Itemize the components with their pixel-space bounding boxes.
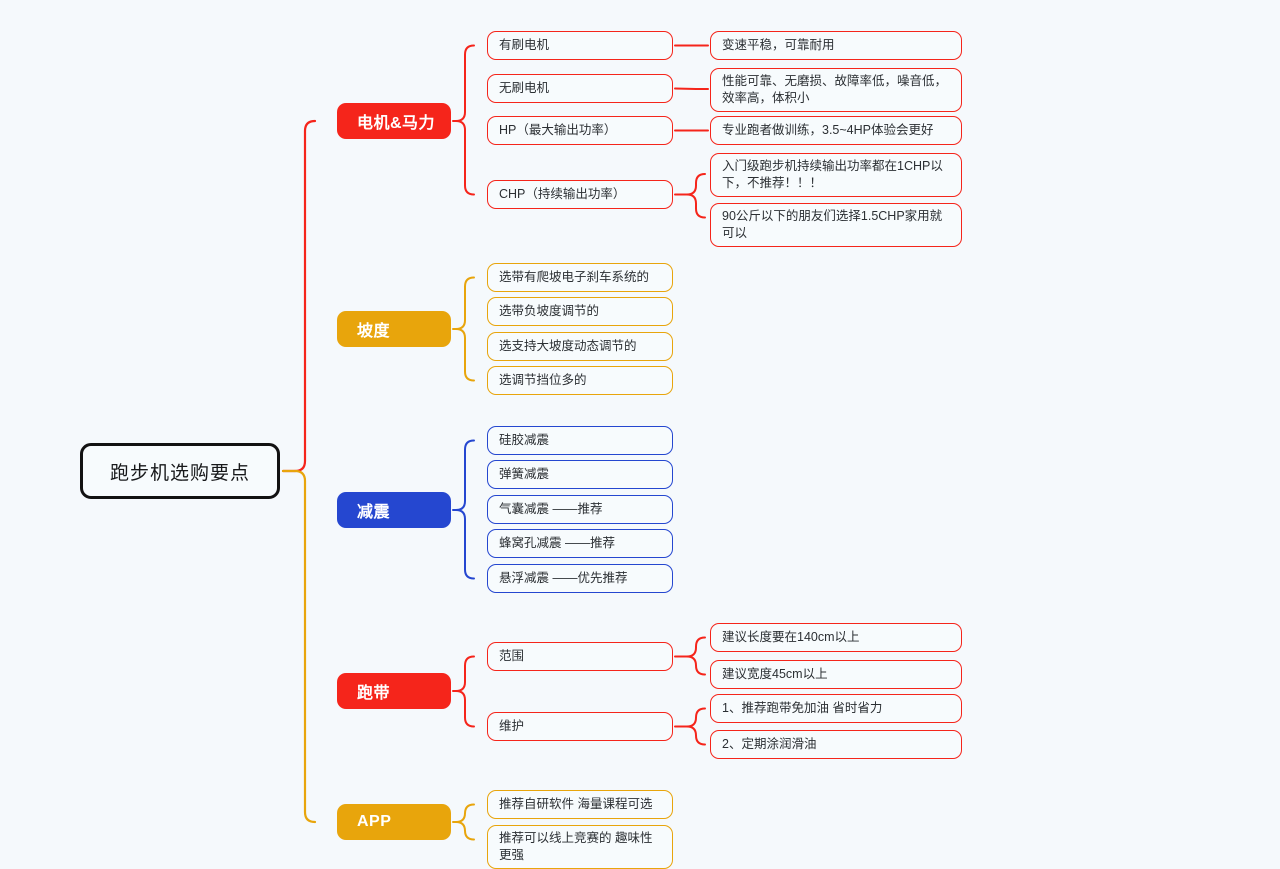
leaf-label: 维护 <box>499 719 525 733</box>
leaf-node-incline-1[interactable]: 选带负坡度调节的 <box>487 297 673 326</box>
leaf-node-incline-0[interactable]: 选带有爬坡电子刹车系统的 <box>487 263 673 292</box>
leaf-node-incline-2[interactable]: 选支持大坡度动态调节的 <box>487 332 673 361</box>
leaf-label: 蜂窝孔减震 ——推荐 <box>499 536 615 550</box>
leaf-label: 推荐可以线上竞赛的 趣味性更强 <box>499 831 653 862</box>
leaf-node-belt-0[interactable]: 范围 <box>487 642 673 671</box>
detail-node-motor-0-0[interactable]: 变速平稳，可靠耐用 <box>710 31 962 60</box>
branch-node-cushioning[interactable]: 减震 <box>337 492 451 528</box>
leaf-node-motor-3[interactable]: CHP（持续输出功率） <box>487 180 673 209</box>
leaf-label: 气囊减震 ——推荐 <box>499 502 603 516</box>
leaf-label: 选带负坡度调节的 <box>499 304 600 318</box>
branch-label: APP <box>357 813 392 830</box>
detail-node-motor-3-0[interactable]: 入门级跑步机持续输出功率都在1CHP以下，不推荐！！！ <box>710 153 962 197</box>
branch-label: 坡度 <box>357 323 391 340</box>
leaf-label: 范围 <box>499 649 525 663</box>
leaf-label: 无刷电机 <box>499 81 550 95</box>
leaf-label: HP（最大输出功率） <box>499 123 617 137</box>
leaf-label: 选带有爬坡电子刹车系统的 <box>499 270 650 284</box>
leaf-node-cushioning-3[interactable]: 蜂窝孔减震 ——推荐 <box>487 529 673 558</box>
detail-node-belt-0-1[interactable]: 建议宽度45cm以上 <box>710 660 962 689</box>
detail-label: 90公斤以下的朋友们选择1.5CHP家用就可以 <box>722 209 943 240</box>
detail-node-motor-3-1[interactable]: 90公斤以下的朋友们选择1.5CHP家用就可以 <box>710 203 962 247</box>
root-label: 跑步机选购要点 <box>109 462 250 484</box>
detail-label: 1、推荐跑带免加油 省时省力 <box>722 701 883 715</box>
detail-label: 专业跑者做训练，3.5~4HP体验会更好 <box>722 123 934 137</box>
detail-label: 2、定期涂润滑油 <box>722 737 817 751</box>
leaf-node-cushioning-4[interactable]: 悬浮减震 ——优先推荐 <box>487 564 673 593</box>
leaf-node-cushioning-2[interactable]: 气囊减震 ——推荐 <box>487 495 673 524</box>
leaf-node-cushioning-1[interactable]: 弹簧减震 <box>487 460 673 489</box>
leaf-label: 硅胶减震 <box>499 433 550 447</box>
branch-label: 减震 <box>357 504 391 521</box>
leaf-label: CHP（持续输出功率） <box>499 187 626 201</box>
detail-node-belt-0-0[interactable]: 建议长度要在140cm以上 <box>710 623 962 652</box>
leaf-label: 弹簧减震 <box>499 467 550 481</box>
detail-label: 入门级跑步机持续输出功率都在1CHP以下，不推荐！！！ <box>722 159 943 190</box>
detail-label: 建议宽度45cm以上 <box>722 667 828 681</box>
branch-label: 电机&马力 <box>357 115 436 132</box>
detail-label: 建议长度要在140cm以上 <box>722 630 860 644</box>
leaf-node-app-1[interactable]: 推荐可以线上竞赛的 趣味性更强 <box>487 825 673 869</box>
root-node[interactable]: 跑步机选购要点 <box>80 443 280 499</box>
branch-label: 跑带 <box>357 685 391 702</box>
leaf-node-app-0[interactable]: 推荐自研软件 海量课程可选 <box>487 790 673 819</box>
detail-label: 变速平稳，可靠耐用 <box>722 38 835 52</box>
detail-node-motor-1-0[interactable]: 性能可靠、无磨损、故障率低，噪音低，效率高，体积小 <box>710 68 962 112</box>
branch-node-motor[interactable]: 电机&马力 <box>337 103 451 139</box>
leaf-node-motor-2[interactable]: HP（最大输出功率） <box>487 116 673 145</box>
leaf-label: 推荐自研软件 海量课程可选 <box>499 797 653 811</box>
leaf-node-belt-1[interactable]: 维护 <box>487 712 673 741</box>
leaf-node-motor-1[interactable]: 无刷电机 <box>487 74 673 103</box>
leaf-node-incline-3[interactable]: 选调节挡位多的 <box>487 366 673 395</box>
detail-label: 性能可靠、无磨损、故障率低，噪音低，效率高，体积小 <box>722 74 948 105</box>
leaf-label: 悬浮减震 ——优先推荐 <box>499 571 628 585</box>
leaf-label: 有刷电机 <box>499 38 550 52</box>
leaf-node-motor-0[interactable]: 有刷电机 <box>487 31 673 60</box>
leaf-node-cushioning-0[interactable]: 硅胶减震 <box>487 426 673 455</box>
detail-node-belt-1-0[interactable]: 1、推荐跑带免加油 省时省力 <box>710 694 962 723</box>
branch-node-app[interactable]: APP <box>337 804 451 840</box>
branch-node-belt[interactable]: 跑带 <box>337 673 451 709</box>
branch-node-incline[interactable]: 坡度 <box>337 311 451 347</box>
detail-node-motor-2-0[interactable]: 专业跑者做训练，3.5~4HP体验会更好 <box>710 116 962 145</box>
leaf-label: 选支持大坡度动态调节的 <box>499 339 637 353</box>
detail-node-belt-1-1[interactable]: 2、定期涂润滑油 <box>710 730 962 759</box>
leaf-label: 选调节挡位多的 <box>499 373 587 387</box>
